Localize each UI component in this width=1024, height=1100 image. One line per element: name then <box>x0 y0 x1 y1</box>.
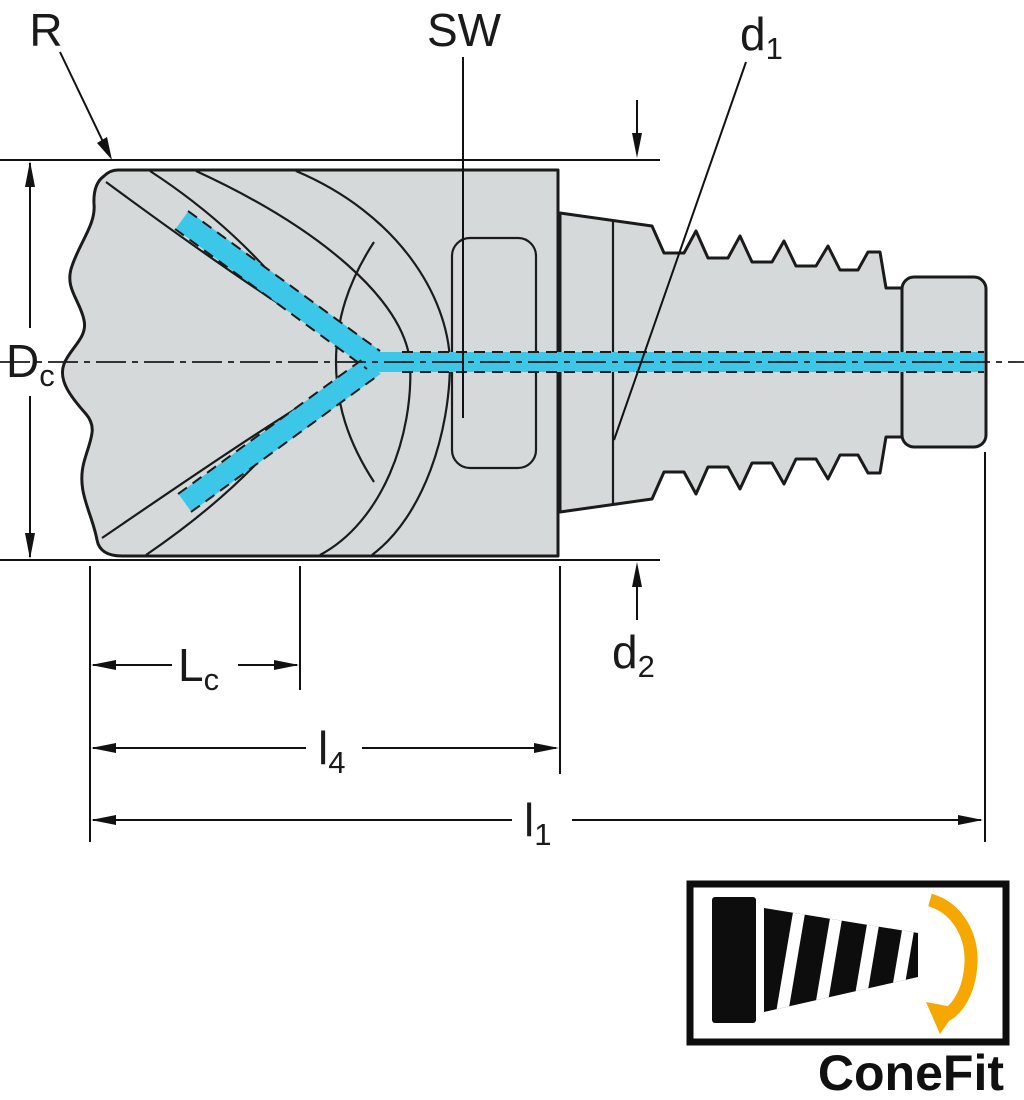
dimension-lc: Lc <box>91 566 301 697</box>
rotation-arrow-head-icon <box>926 1002 958 1034</box>
arrow-left-icon <box>91 743 116 753</box>
arrow-up-icon <box>632 562 642 587</box>
arrow-down-icon <box>25 533 35 559</box>
d1-leader-line <box>613 61 747 441</box>
coolant-channel-upper <box>175 211 381 369</box>
arrow-up-icon <box>25 161 35 187</box>
radius-leader-line <box>59 51 107 149</box>
arrow-left-icon <box>91 815 116 825</box>
dimension-l4: l4 <box>91 566 561 780</box>
arrow-right-icon <box>958 815 983 825</box>
conefit-logo: ConeFit <box>686 880 1010 1100</box>
coolant-channels <box>174 210 984 513</box>
l4-label: l4 <box>318 722 345 780</box>
d1-label: d1 <box>740 8 783 66</box>
coolant-hidden-edge <box>174 228 368 370</box>
dimension-d2: d2 <box>612 100 655 684</box>
arrow-left-icon <box>91 660 116 670</box>
dimension-dc: Dc <box>0 159 660 561</box>
logo-caption: ConeFit <box>818 1045 1004 1100</box>
dimension-l1: l1 <box>89 452 986 852</box>
lc-label: Lc <box>178 639 219 697</box>
arrow-down-right-icon <box>97 137 112 160</box>
d2-label: d2 <box>612 626 655 684</box>
coolant-hidden-edge <box>190 373 381 513</box>
rotation-arrow-icon <box>927 893 978 1022</box>
arrow-right-icon <box>274 660 299 670</box>
leader-d1: d1 <box>613 8 783 441</box>
leader-wrench-size: SW <box>427 4 502 418</box>
coolant-hidden-edge <box>187 210 381 352</box>
radius-label: R <box>29 4 62 56</box>
arrow-right-icon <box>534 743 559 753</box>
dc-label: Dc <box>6 335 55 393</box>
arrow-down-icon <box>632 133 642 158</box>
wrench-size-label: SW <box>427 4 502 56</box>
logo-cone-icon <box>764 908 918 1012</box>
logo-shank-icon <box>712 897 756 1023</box>
leader-radius: R <box>29 4 112 160</box>
coolant-hidden-edge <box>177 355 368 495</box>
coolant-channel-lower <box>178 356 381 512</box>
l1-label: l1 <box>524 794 551 852</box>
cone-stripe <box>774 908 808 1012</box>
